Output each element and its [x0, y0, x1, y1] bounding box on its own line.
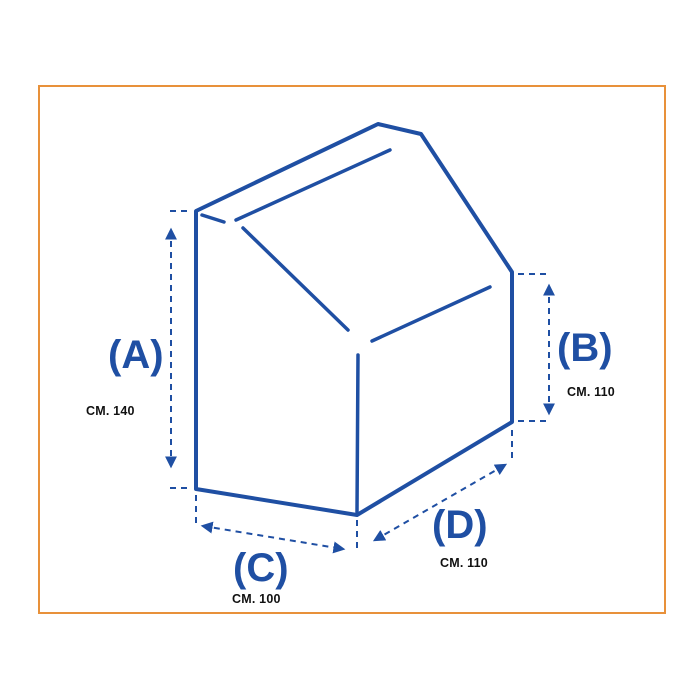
box-outline	[194, 122, 514, 517]
dimension-a-label: (A)	[108, 333, 164, 377]
dimension-guides	[165, 210, 555, 554]
dimension-d-label: (D)	[432, 503, 488, 547]
dimension-b-label: (B)	[557, 326, 613, 370]
dimension-c-value: CM. 100	[232, 592, 281, 606]
diagram-frame	[38, 85, 666, 614]
dimension-d-value: CM. 110	[440, 556, 488, 570]
box-inner-edges	[200, 148, 492, 514]
dimension-b-value: CM. 110	[567, 385, 615, 399]
dimension-a-value: CM. 140	[86, 404, 135, 418]
dimension-c-label: (C)	[233, 546, 289, 590]
